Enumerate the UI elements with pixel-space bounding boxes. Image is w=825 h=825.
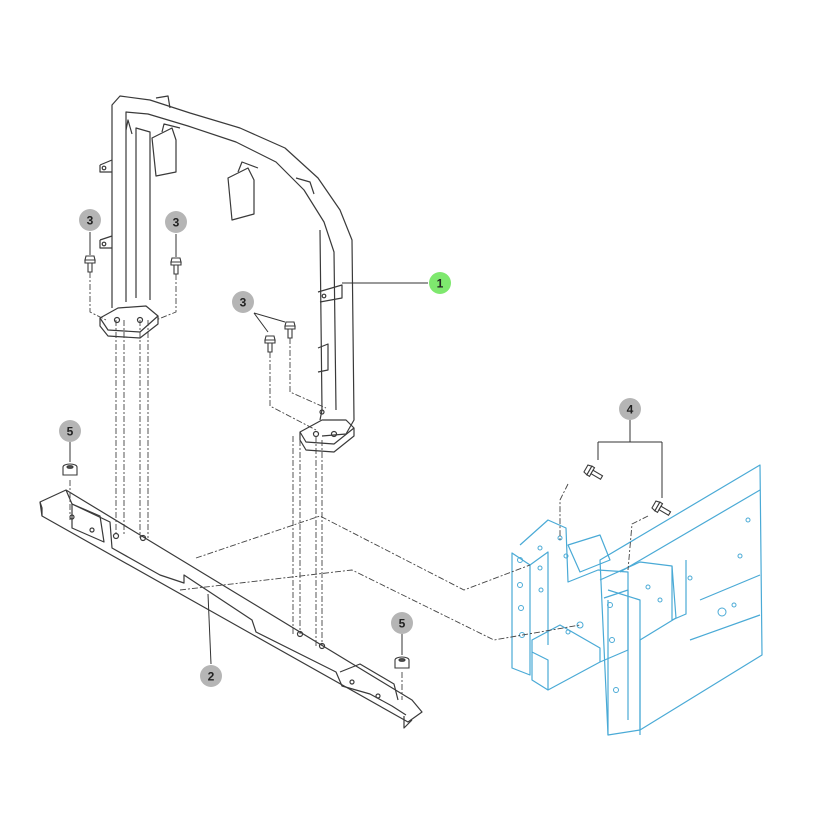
bolt-icon (170, 257, 182, 275)
callout-5[interactable]: 5 (391, 612, 413, 634)
callout-label: 4 (627, 403, 634, 417)
callout-5[interactable]: 5 (59, 420, 81, 442)
callout-1[interactable]: 1 (429, 272, 451, 294)
callout-label: 5 (67, 425, 74, 439)
leader-lines (69, 232, 663, 665)
callout-label: 5 (399, 617, 406, 631)
callout-4[interactable]: 4 (619, 398, 641, 420)
nut-icon (394, 656, 410, 669)
callout-label: 3 (240, 296, 247, 310)
bolt-icon (264, 335, 276, 353)
fastener-bolts (62, 255, 672, 669)
bolt-icon (651, 500, 672, 516)
callout-3[interactable]: 3 (165, 211, 187, 233)
machine-frame (511, 464, 763, 736)
callout-label: 3 (173, 216, 180, 230)
callout-3[interactable]: 3 (79, 209, 101, 231)
frame-bracket-part-1 (99, 95, 355, 453)
nut-icon (62, 463, 78, 476)
bolt-icon (284, 321, 296, 339)
callout-2[interactable]: 2 (200, 665, 222, 687)
callout-label: 2 (208, 670, 215, 684)
bolt-icon (84, 255, 96, 273)
bolt-icon (583, 464, 604, 480)
callout-3[interactable]: 3 (232, 291, 254, 313)
callout-label: 1 (437, 277, 444, 291)
assembly-lines (69, 272, 649, 700)
callout-label: 3 (87, 214, 94, 228)
base-rail-part-2 (39, 489, 423, 729)
